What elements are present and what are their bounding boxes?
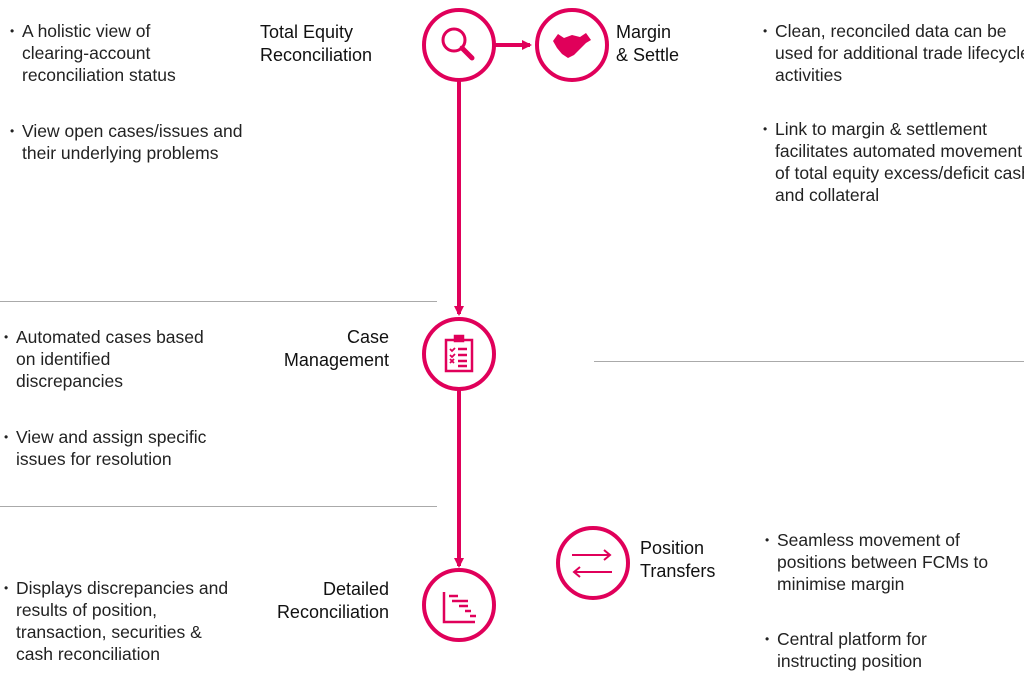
transfer-node — [556, 526, 630, 600]
node-label-margin: Margin & Settle — [616, 21, 679, 67]
search-icon — [441, 27, 475, 61]
label-line: Reconciliation — [276, 602, 389, 622]
bullet: A holistic view of clearing-account reco… — [10, 20, 222, 86]
divider — [0, 506, 437, 507]
label-line: Management — [283, 350, 389, 370]
search-node — [422, 8, 496, 82]
label-line: Detailed — [322, 579, 389, 599]
bullet: Automated cases based on identified disc… — [4, 326, 216, 392]
label-line: Case — [346, 327, 389, 347]
label-line: Transfers — [640, 561, 716, 581]
transfer-arrows-icon — [572, 549, 612, 578]
label-line: & Settle — [616, 45, 680, 65]
bullet: View and assign specific issues for reso… — [4, 426, 256, 470]
label-line: Total Equity — [260, 22, 354, 42]
label-line: Margin — [616, 22, 672, 42]
bullet: Clean, reconciled data can be used for a… — [763, 20, 1024, 86]
label-line: Position — [640, 538, 705, 558]
handshake-node — [535, 8, 609, 82]
label-line: Reconciliation — [260, 45, 373, 65]
clipboard-node — [422, 317, 496, 391]
clipboard-icon — [444, 334, 474, 373]
gantt-chart-icon — [442, 592, 476, 624]
handshake-icon — [553, 33, 591, 58]
bullet: Central platform for instructing positio… — [765, 628, 977, 672]
bullet: Link to margin & settlement facilitates … — [763, 118, 1024, 206]
divider — [0, 301, 437, 302]
bullet: Seamless movement of positions between F… — [765, 529, 1022, 595]
bullet: Displays discrepancies and results of po… — [4, 577, 241, 665]
bullet: View open cases/issues and their underly… — [10, 120, 252, 164]
divider — [594, 361, 1024, 362]
chart-node — [422, 568, 496, 642]
